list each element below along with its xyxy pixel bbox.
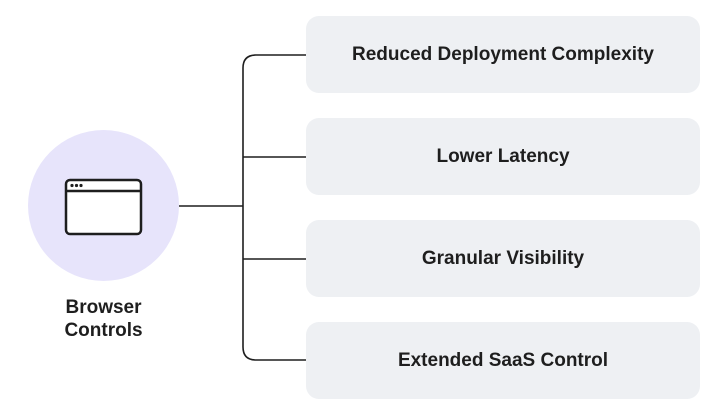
hub-label-line-1: Browser bbox=[65, 297, 142, 318]
feature-card-label: Granular Visibility bbox=[421, 247, 585, 269]
feature-card-label: Extended SaaS Control bbox=[397, 349, 609, 371]
hub-label: Browser Controls bbox=[28, 296, 179, 342]
feature-card-lower-latency: Lower Latency bbox=[306, 118, 700, 195]
branch-trunk bbox=[242, 54, 306, 361]
feature-card-granular-visibility: Granular Visibility bbox=[306, 220, 700, 297]
hub-label-line-2: Controls bbox=[64, 320, 143, 341]
feature-card-label: Reduced Deployment Complexity bbox=[352, 43, 654, 65]
browser-controls-hub bbox=[28, 130, 179, 281]
feature-card-label: Lower Latency bbox=[436, 145, 570, 167]
browser-window-icon bbox=[64, 178, 143, 236]
feature-card-reduced-deployment-complexity: Reduced Deployment Complexity bbox=[306, 16, 700, 93]
feature-card-extended-saas-control: Extended SaaS Control bbox=[306, 322, 700, 399]
